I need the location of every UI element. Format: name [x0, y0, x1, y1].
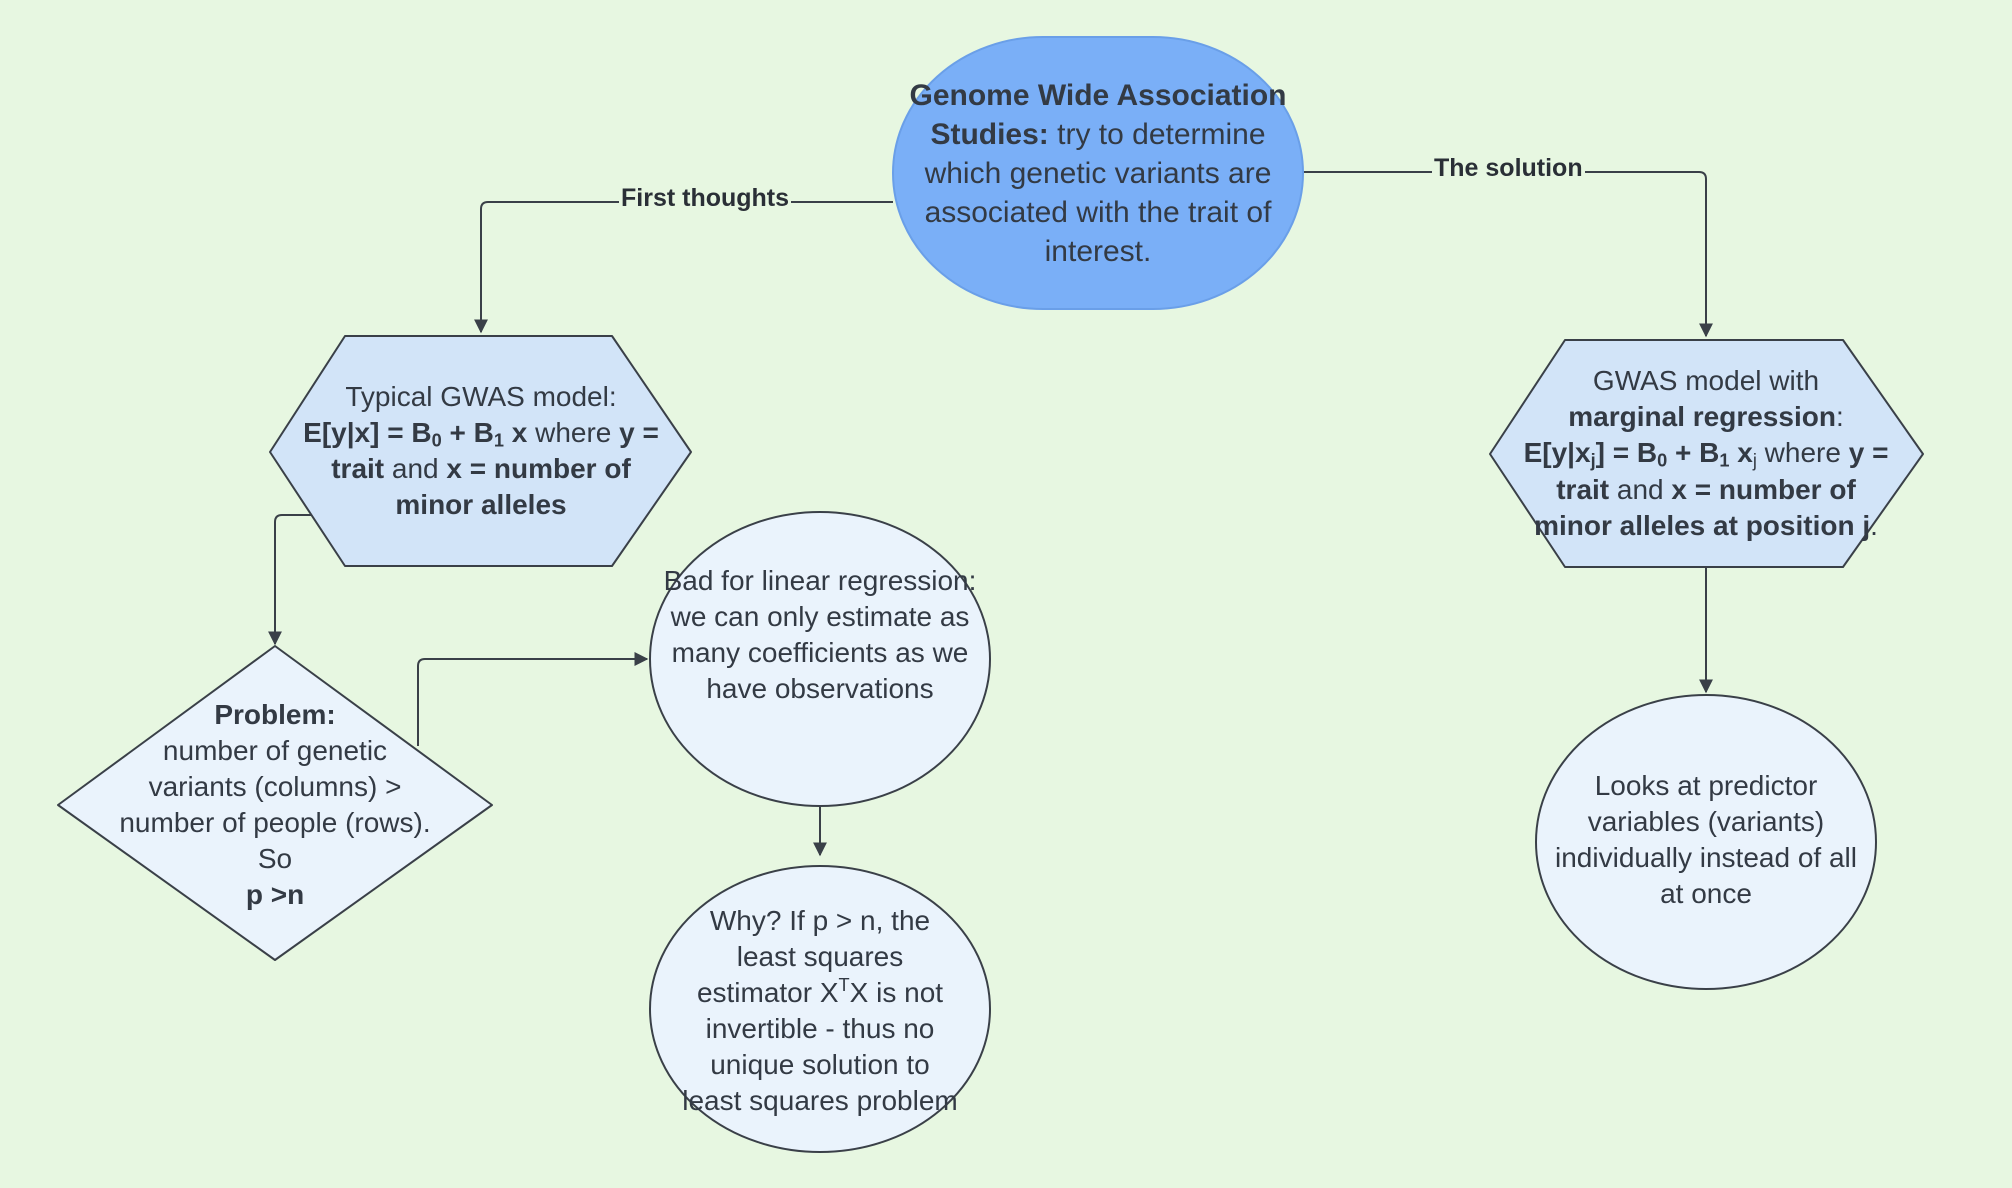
typical-model-hexagon[interactable]	[269, 335, 692, 567]
gwas-title: Genome Wide Association Studies:	[909, 78, 1287, 151]
why-description-b: X is not invertible - thus no unique sol…	[682, 976, 958, 1117]
edge-first-thoughts	[474, 201, 893, 334]
problem-p-gt-n: p >n	[245, 879, 305, 911]
why-circle[interactable]	[649, 865, 991, 1153]
edge-typical-to-problem	[268, 514, 315, 646]
marginal-model-equation: E[y|xj] = B0 + B1 x	[1523, 437, 1753, 471]
problem-diamond[interactable]	[57, 645, 493, 961]
looks-at-predictors-circle[interactable]	[1535, 694, 1877, 990]
typical-model-y: y = trait	[331, 416, 659, 484]
edge-the-solution	[1303, 171, 1713, 338]
marginal-model-hexagon[interactable]	[1489, 339, 1924, 568]
gwas-terminator[interactable]	[892, 36, 1304, 310]
marginal-model-y: y = trait	[1556, 437, 1889, 505]
looks-at-predictors-description: Looks at predictor variables (variants) …	[1555, 769, 1857, 910]
looks-at-predictors-text: Looks at predictor variables (variants) …	[1546, 730, 1866, 950]
why-superscript: T	[838, 974, 850, 995]
marginal-model-heading: GWAS model with	[1592, 365, 1820, 397]
bad-for-regression-text: Bad for linear regression: we can only e…	[660, 520, 980, 750]
typical-model-equation: E[y|x] = B0 + B1 x	[303, 416, 528, 451]
marginal-model-x: x = number of minor alleles at position …	[1534, 473, 1871, 541]
problem-label: Problem:	[214, 698, 336, 730]
edge-problem-to-bad	[417, 652, 649, 746]
typical-model-x: x = number of minor alleles	[395, 453, 631, 521]
bad-for-regression-circle[interactable]	[649, 511, 991, 807]
problem-description: number of genetic variants (columns) > n…	[119, 734, 431, 875]
why-description-a: Why? If p > n, the least squares estimat…	[696, 904, 931, 1008]
bad-for-regression-description: Bad for linear regression: we can only e…	[663, 564, 977, 705]
why-text: Why? If p > n, the least squares estimat…	[678, 886, 962, 1136]
typical-model-heading: Typical GWAS model:	[345, 380, 617, 412]
gwas-node-text: Genome Wide Association Studies: try to …	[893, 37, 1303, 309]
edge-label-the-solution: The solution	[1432, 154, 1585, 183]
problem-text: Problem: number of genetic variants (col…	[118, 680, 432, 930]
gwas-description: try to determine which genetic variants …	[924, 117, 1272, 268]
typical-model-text: Typical GWAS model: E[y|x] = B0 + B1 x w…	[303, 380, 659, 521]
edge-label-first-thoughts: First thoughts	[619, 184, 792, 213]
marginal-model-text: GWAS model with marginal regression: E[y…	[1523, 365, 1889, 541]
marginal-regression-label: marginal regression	[1568, 401, 1836, 433]
